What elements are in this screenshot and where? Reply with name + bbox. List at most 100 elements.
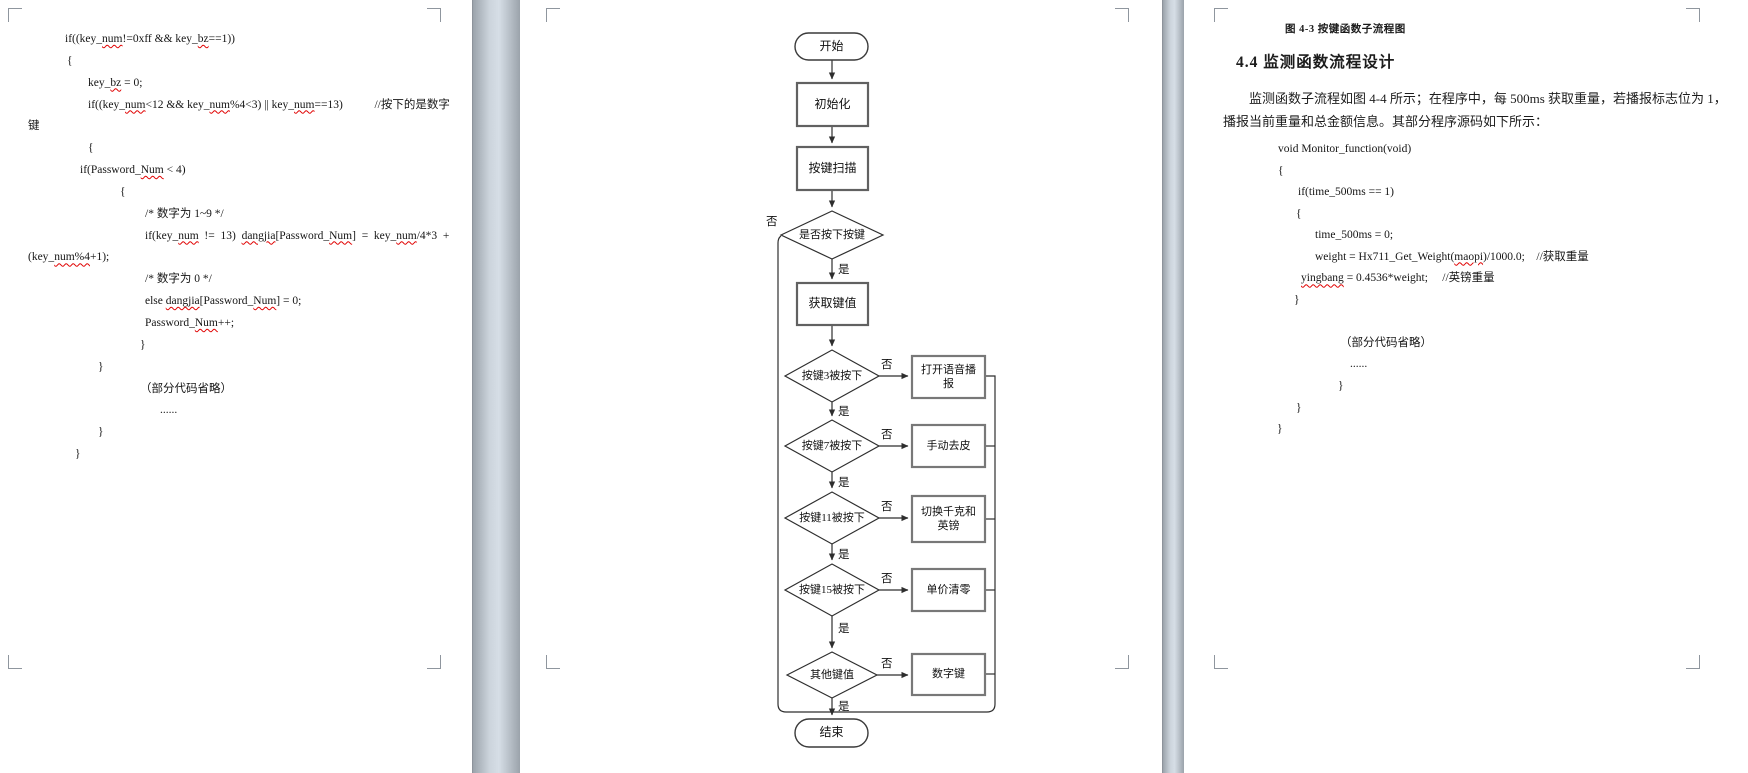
flowchart-node-keyscan[interactable]: 按键扫描 (808, 160, 857, 175)
flowchart-node-key3[interactable]: 按键3被按下 (801, 369, 863, 382)
code-line: { (1296, 207, 1302, 220)
page-gap (472, 0, 521, 773)
digitkey-action-shape[interactable] (910, 652, 987, 697)
figure-caption: 图 4-3 按键函数子流程图 (1285, 24, 1406, 35)
flowchart-node-keypressed[interactable]: 是否按下按键 (799, 228, 865, 241)
code-line: yingbang = 0.4536*weight; //英镑重量 (1301, 272, 1495, 285)
voice-action-shape[interactable] (910, 354, 987, 400)
code-line: /* 数字为 0 */ (145, 273, 212, 286)
keypressed-decision-shape[interactable] (779, 210, 885, 260)
otherkey-decision-shape[interactable] (785, 651, 879, 699)
flowchart-node-otherkey[interactable]: 其他键值 (810, 668, 854, 681)
branch-yes-label: 是 (838, 701, 850, 713)
paragraph-line: 监测函数子流程如图 4-4 所示；在程序中，每 500ms 获取重量，若播报标志… (1249, 91, 1727, 106)
branch-no-label: 否 (881, 658, 893, 670)
crop-mark (1115, 8, 1129, 22)
code-line: if((key_num!=0xff && key_bz==1)) (65, 33, 236, 45)
branch-no-label: 否 (881, 573, 893, 585)
code-line: } (1277, 423, 1283, 436)
flowchart-node-tare[interactable]: 手动去皮 (926, 439, 971, 452)
crop-mark (1214, 8, 1228, 22)
crop-mark (1686, 8, 1700, 22)
page-1[interactable]: if((key_num!=0xff && key_bz==1)) { key_bz … (0, 0, 472, 773)
code-line: Password_Num++; (145, 316, 235, 329)
section-heading: 4.4 监测函数流程设计 (1236, 54, 1396, 71)
branch-yes-label: 是 (838, 477, 850, 489)
code-line: （部分代码省略） (140, 382, 232, 395)
code-line: weight = Hx711_Get_Weight(maopi)/1000.0;… (1315, 250, 1589, 263)
flowchart-drawing (777, 32, 996, 748)
crop-mark (1686, 655, 1700, 669)
unit-action-shape[interactable] (910, 494, 987, 544)
code-line: else dangjia[Password_Num] = 0; (145, 295, 302, 308)
page3-code-block: void Monitor_function(void) { if(time_500m… (1184, 139, 1748, 441)
flowchart-node-unit[interactable]: 切换千克和英镑 (921, 505, 976, 532)
flowchart-node-clearprice[interactable]: 单价清零 (926, 583, 971, 596)
code-line (1184, 311, 1748, 333)
crop-mark (546, 8, 560, 22)
flowchart-node-key7[interactable]: 按键7被按下 (801, 439, 863, 452)
key3-decision-shape[interactable] (783, 349, 881, 403)
branch-yes-label: 是 (838, 406, 850, 418)
paragraph-line: 播报当前重量和总金额信息。其部分程序源码如下所示： (1223, 113, 1549, 129)
crop-mark (427, 8, 441, 22)
key15-decision-shape[interactable] (783, 563, 881, 617)
end-terminator-shape[interactable] (794, 718, 869, 748)
keyscan-process-shape[interactable] (795, 145, 870, 192)
page-3[interactable]: 图 4-3 按键函数子流程图 4.4 监测函数流程设计 监测函数子流程如图 4-… (1184, 0, 1748, 773)
crop-mark (1214, 655, 1228, 669)
code-line: time_500ms = 0; (1315, 229, 1394, 242)
init-process-shape[interactable] (795, 81, 870, 128)
code-line: } (98, 360, 104, 373)
flowchart-merge-line (777, 235, 996, 713)
clearprice-action-shape[interactable] (910, 567, 987, 613)
page-gap (1162, 0, 1185, 773)
code-line: } (1296, 401, 1302, 414)
code-line: } (140, 338, 146, 351)
branch-yes-label: 是 (838, 623, 850, 635)
crop-mark (8, 8, 22, 22)
key7-decision-shape[interactable] (783, 419, 881, 473)
code-line: } (1338, 380, 1344, 393)
code-line: { (67, 54, 73, 67)
code-line: { (88, 142, 94, 155)
start-terminator-shape[interactable] (794, 32, 869, 61)
flowchart-node-end[interactable]: 结束 (819, 725, 844, 740)
flowchart-node-digitkey[interactable]: 数字键 (932, 668, 965, 681)
code-line: if(key_num != 13) dangjia[Password_Num] … (145, 229, 450, 242)
code-line: key_bz = 0; (88, 76, 143, 89)
flowchart-node-key11[interactable]: 按键11被按下 (799, 511, 865, 524)
code-line: 键 (28, 120, 40, 133)
flowchart-node-start[interactable]: 开始 (819, 38, 844, 53)
page1-code-block: if((key_num!=0xff && key_bz==1)) { key_bz … (0, 29, 472, 466)
flowchart-node-getkey[interactable]: 获取键值 (808, 296, 857, 311)
code-line: （部分代码省略） (1340, 336, 1432, 349)
getkey-process-shape[interactable] (795, 281, 870, 327)
branch-no-label: 否 (881, 501, 893, 513)
branch-yes-label: 是 (838, 264, 850, 276)
code-line: /* 数字为 1~9 */ (145, 207, 224, 220)
crop-mark (1115, 655, 1129, 669)
page-2[interactable]: 开始 初始化 按键扫描 是否按下按键 获取键值 按键3被按下 按键7被按下 按键… (520, 0, 1162, 773)
branch-no-label: 否 (881, 429, 893, 441)
code-line: if(time_500ms == 1) (1298, 186, 1395, 199)
code-line: (key_num%4+1); (28, 251, 110, 264)
key11-decision-shape[interactable] (783, 491, 881, 545)
code-line: { (1278, 164, 1284, 177)
flowchart-node-voice[interactable]: 打开语音播报 (921, 363, 976, 390)
branch-yes-label: 是 (838, 549, 850, 561)
flowchart-node-key15[interactable]: 按键15被按下 (799, 583, 865, 596)
code-line: if(Password_Num < 4) (80, 164, 186, 177)
code-line: ...... (160, 404, 178, 417)
branch-no-label: 否 (881, 359, 893, 371)
crop-mark (8, 655, 22, 669)
code-line: if((key_num<12 && key_num%4<3) || key_nu… (88, 98, 450, 111)
tare-action-shape[interactable] (910, 423, 987, 469)
code-line: void Monitor_function(void) (1278, 143, 1412, 155)
crop-mark (427, 655, 441, 669)
code-line: { (120, 185, 126, 198)
code-line: ...... (1350, 358, 1368, 371)
branch-no-label: 否 (766, 216, 778, 228)
flowchart-node-init[interactable]: 初始化 (814, 96, 851, 111)
